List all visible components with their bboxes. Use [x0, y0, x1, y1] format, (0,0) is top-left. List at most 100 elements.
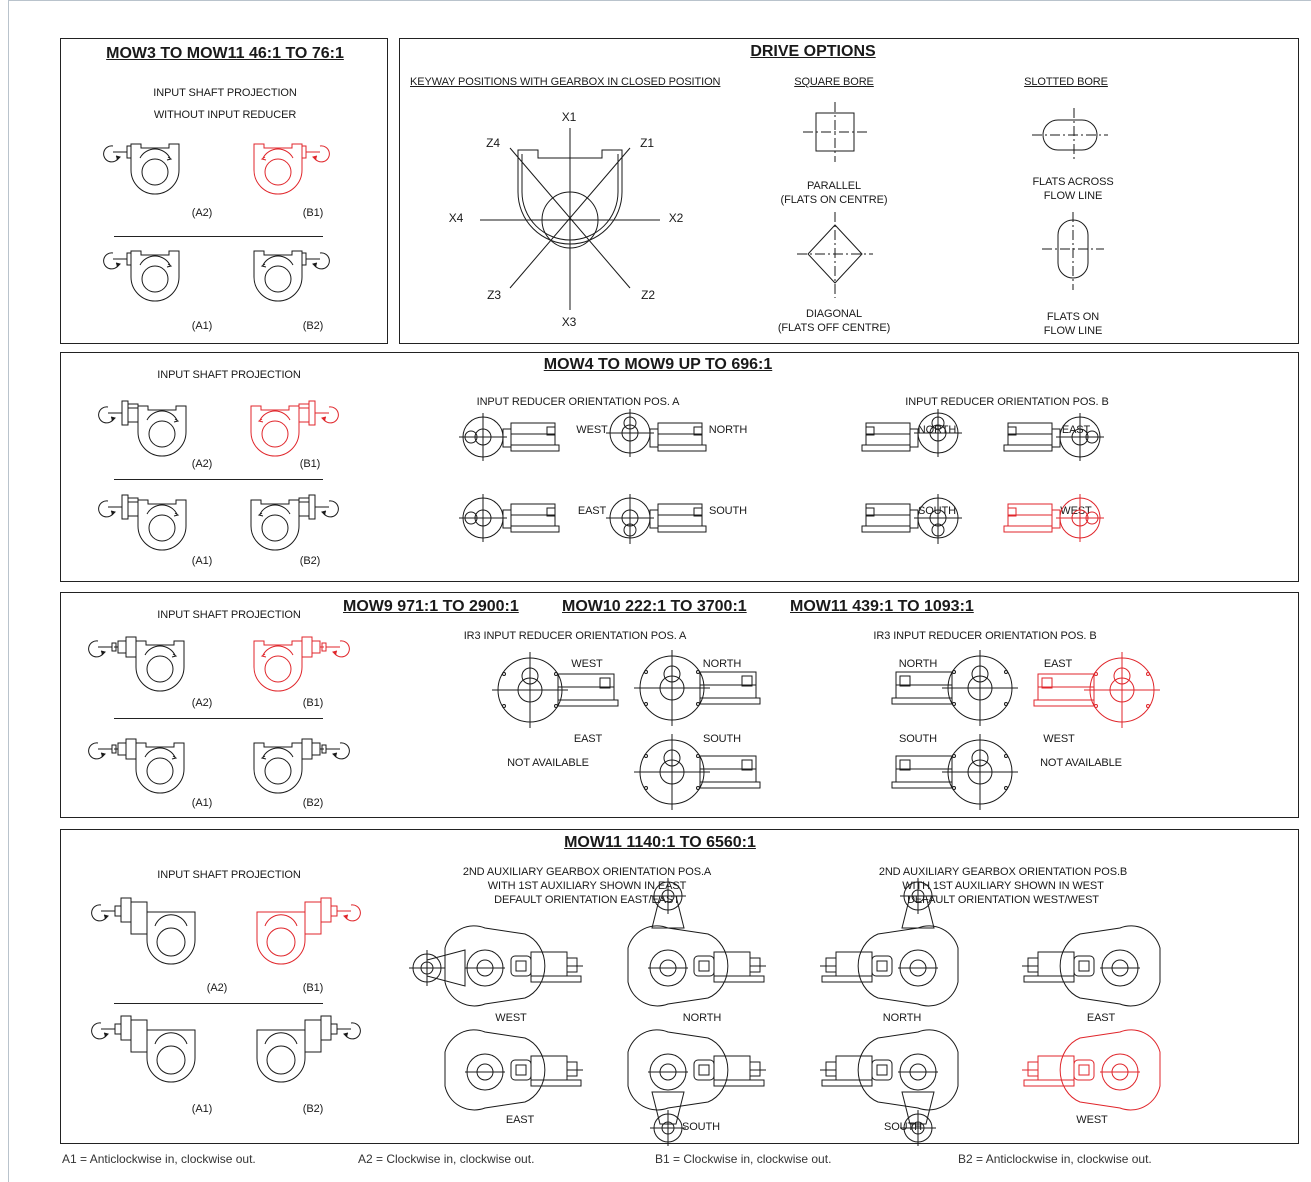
gearbox-icon — [85, 106, 225, 226]
input-projection-label: INPUT SHAFT PROJECTION — [157, 609, 301, 621]
direction-label: SOUTH — [898, 733, 938, 745]
orientation-heading: IR3 INPUT REDUCER ORIENTATION POS. B — [873, 630, 1097, 642]
orientation-heading: INPUT REDUCER ORIENTATION POS. A — [476, 396, 680, 408]
slotted-across-label: FLATS ACROSS — [1032, 176, 1114, 188]
legend-a2: A2 = Clockwise in, clockwise out. — [358, 1152, 535, 1166]
position-label: (A2) — [191, 458, 213, 470]
drive-options-title: DRIVE OPTIONS — [750, 43, 876, 60]
gearbox-icon — [788, 868, 1008, 1068]
gearbox-icon — [92, 462, 232, 582]
direction-label: WEST — [576, 424, 608, 436]
direction-label: NORTH — [708, 424, 748, 436]
gearbox-icon — [92, 368, 232, 488]
input-projection-label: INPUT SHAFT PROJECTION — [157, 369, 301, 381]
direction-label: WEST — [1043, 733, 1075, 745]
slotted-bore-icon — [1032, 108, 1108, 290]
orientation-heading: INPUT REDUCER ORIENTATION POS. B — [905, 396, 1109, 408]
direction-label: EAST — [1086, 1012, 1116, 1024]
position-label: (B2) — [302, 797, 324, 809]
axis-label-x2: X2 — [668, 211, 684, 225]
section-title: MOW4 TO MOW9 UP TO 696:1 — [543, 356, 773, 373]
gearbox-icon — [891, 628, 1032, 748]
slotted-bore-heading: SLOTTED BORE — [1024, 76, 1108, 88]
gearbox-icon — [85, 213, 225, 333]
direction-label: SOUTH — [917, 505, 957, 517]
orientation-heading: DEFAULT ORIENTATION EAST/EAST — [494, 894, 680, 906]
gearbox-icon — [91, 990, 237, 1110]
square-parallel-label: (FLATS ON CENTRE) — [780, 194, 888, 206]
direction-label: EAST — [505, 1114, 535, 1126]
section-title: MOW11 1140:1 TO 6560:1 — [564, 834, 756, 851]
gearbox-icon — [88, 603, 230, 723]
legend-b1: B1 = Clockwise in, clockwise out. — [655, 1152, 832, 1166]
direction-label: EAST — [577, 505, 607, 517]
gearbox-icon — [846, 458, 986, 578]
orientation-heading: 2ND AUXILIARY GEARBOX ORIENTATION POS.B — [878, 866, 1128, 878]
gearbox-icon — [582, 458, 722, 578]
direction-label: NORTH — [682, 1012, 722, 1024]
subtitle: WITHOUT INPUT REDUCER — [153, 109, 297, 121]
gearbox-icon — [1033, 630, 1174, 750]
divider — [114, 718, 323, 719]
legend-b2: B2 = Anticlockwise in, clockwise out. — [958, 1152, 1152, 1166]
gearbox-icon — [578, 972, 798, 1172]
gearbox-icon — [990, 972, 1210, 1172]
position-label: (B2) — [299, 555, 321, 567]
position-label: (A1) — [191, 320, 213, 332]
square-diagonal-label: (FLATS OFF CENTRE) — [777, 322, 891, 334]
gearbox-icon — [91, 872, 237, 992]
gearbox-icon — [395, 972, 615, 1172]
divider — [114, 236, 323, 237]
gearbox-icon — [478, 630, 619, 750]
gearbox-icon — [435, 377, 575, 497]
orientation-heading: DEFAULT ORIENTATION WEST/WEST — [907, 894, 1099, 906]
square-diagonal-label: DIAGONAL — [805, 308, 863, 320]
axis-label-x1: X1 — [561, 110, 577, 124]
direction-label: EAST — [573, 733, 603, 745]
axis-label-z1: Z1 — [640, 136, 654, 150]
gearbox-icon — [620, 712, 761, 832]
position-label: (B2) — [302, 1103, 324, 1115]
direction-label: SOUTH — [702, 733, 742, 745]
gearbox-icon — [208, 213, 348, 333]
position-label: (A2) — [191, 207, 213, 219]
gearbox-icon — [988, 377, 1128, 497]
axis-label-z3: Z3 — [487, 288, 501, 302]
section-mow4-mow9 — [60, 352, 1299, 582]
axis-label-x4: X4 — [448, 211, 464, 225]
slotted-across-label: FLOW LINE — [1043, 190, 1103, 202]
gearbox-icon — [788, 972, 1008, 1172]
gearbox-icon — [208, 705, 350, 825]
input-projection-label: INPUT SHAFT PROJECTION — [157, 869, 301, 881]
position-label: (B2) — [302, 320, 324, 332]
gearbox-icon — [395, 868, 615, 1068]
direction-label: SOUTH — [708, 505, 748, 517]
axis-label-x3: X3 — [561, 315, 577, 329]
position-label: (B1) — [302, 982, 324, 994]
keyway-heading: KEYWAY POSITIONS WITH GEARBOX IN CLOSED … — [410, 76, 721, 88]
slotted-on-label: FLOW LINE — [1043, 325, 1103, 337]
direction-label: NORTH — [702, 658, 742, 670]
position-label: (A2) — [206, 982, 228, 994]
gearbox-icon — [846, 377, 986, 497]
gearbox-icon — [578, 868, 798, 1068]
direction-label: WEST — [495, 1012, 527, 1024]
gearbox-icon — [990, 868, 1210, 1068]
divider — [114, 1003, 323, 1004]
position-label: (B1) — [299, 458, 321, 470]
gearbox-icon — [205, 368, 345, 488]
section-mow3-mow11 — [60, 38, 388, 344]
gearbox-icon — [891, 712, 1032, 832]
orientation-heading: IR3 INPUT REDUCER ORIENTATION POS. A — [463, 630, 687, 642]
legend-a1: A1 = Anticlockwise in, clockwise out. — [62, 1152, 256, 1166]
direction-label: WEST — [571, 658, 603, 670]
section-title: MOW10 222:1 TO 3700:1 — [562, 598, 747, 615]
gearbox-icon — [215, 872, 361, 992]
gearbox-icon — [208, 603, 350, 723]
direction-label: NORTH — [882, 1012, 922, 1024]
position-label: (A1) — [191, 797, 213, 809]
axis-label-z2: Z2 — [641, 288, 655, 302]
direction-label: EAST — [1043, 658, 1073, 670]
direction-label: SOUTH — [681, 1121, 721, 1133]
position-label: (A1) — [191, 555, 213, 567]
